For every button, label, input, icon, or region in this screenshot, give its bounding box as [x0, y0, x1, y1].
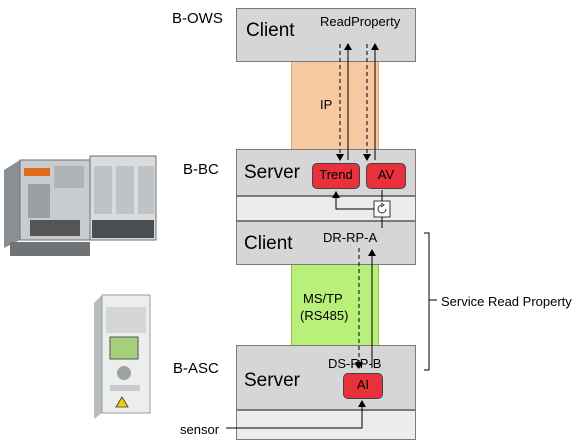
- service-bracket: [424, 232, 430, 371]
- ds-rp-b-label: DS-RP-B: [328, 356, 382, 371]
- ows-client-box: [236, 8, 416, 62]
- mstp-link-label-line2: (RS485): [300, 308, 349, 323]
- mstp-link-label-line1: MS/TP: [303, 291, 343, 306]
- av-object[interactable]: AV: [366, 163, 406, 189]
- sensor-to-ai-arrow: [226, 400, 366, 429]
- ows-readproperty-label: ReadProperty: [320, 14, 401, 29]
- b-asc-label: B-ASC: [173, 360, 219, 377]
- asc-server-box: [236, 345, 416, 410]
- sensor-label: sensor: [180, 422, 220, 437]
- ows-client-label: Client: [246, 20, 295, 41]
- asc-server-label: Server: [244, 370, 300, 391]
- b-bc-label: B-BC: [183, 161, 219, 178]
- ip-link-label: IP: [320, 97, 333, 112]
- b-ows-label: B-OWS: [172, 10, 223, 27]
- drive-device-image: [92, 293, 154, 421]
- bc-client-box: [236, 221, 416, 265]
- service-read-property-label: Service Read Property: [441, 294, 572, 309]
- refresh-to-trend-arrow: [332, 191, 374, 210]
- trend-object[interactable]: Trend: [312, 163, 360, 189]
- plc-controller-image: [0, 150, 160, 262]
- dr-rp-a-label: DR-RP-A: [323, 230, 378, 245]
- bc-server-label: Server: [244, 162, 300, 183]
- mstp-link-band: [291, 265, 379, 345]
- ip-link-band: [291, 61, 379, 149]
- bc-client-label: Client: [244, 233, 293, 254]
- asc-bottom-strip: [236, 410, 416, 440]
- ai-object[interactable]: AI: [343, 373, 383, 399]
